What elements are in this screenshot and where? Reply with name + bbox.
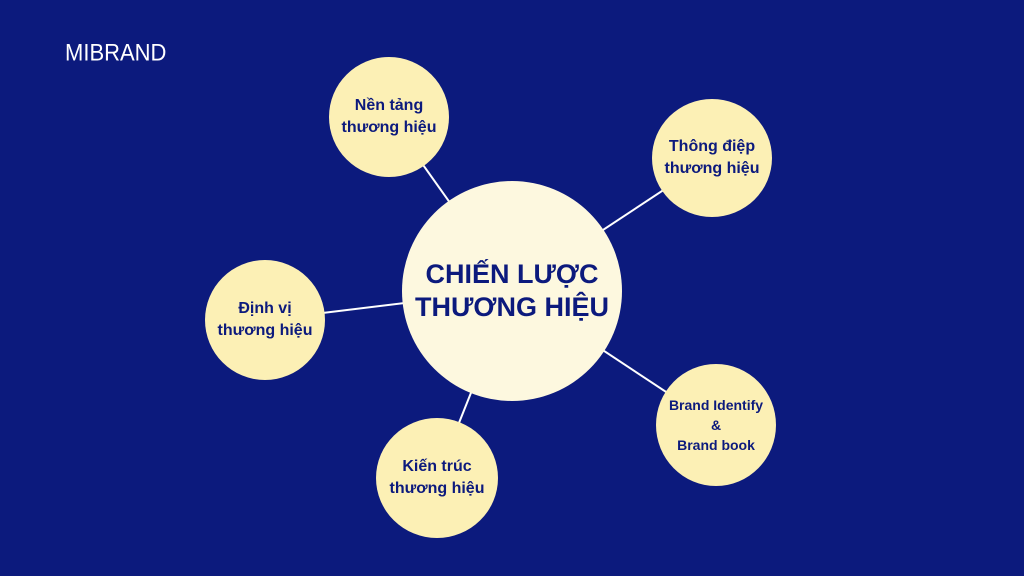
node-nen-tang: Nền tảng thương hiệu — [329, 57, 449, 177]
node-brand-identify: Brand Identify & Brand book — [656, 364, 776, 486]
node-dinh-vi-line2: thương hiệu — [217, 322, 313, 339]
node-nen-tang-line2: thương hiệu — [341, 119, 437, 136]
node-nen-tang-label: Nền tảng thương hiệu — [342, 95, 437, 138]
node-brand-identify-line1: Brand Identify — [668, 396, 764, 413]
center-node: CHIẾN LƯỢC THƯƠNG HIỆU — [402, 181, 622, 401]
node-dinh-vi-label: Định vị thương hiệu — [218, 298, 313, 341]
center-node-label: CHIẾN LƯỢC THƯƠNG HIỆU — [415, 258, 609, 324]
node-thong-diep: Thông điệp thương hiệu — [652, 99, 772, 217]
center-line1: CHIẾN LƯỢC — [425, 259, 599, 290]
node-kien-truc-line1: Kiến trúc — [402, 458, 472, 476]
node-kien-truc-line2: thương hiệu — [389, 480, 485, 497]
node-thong-diep-line1: Thông điệp — [668, 138, 756, 156]
node-dinh-vi: Định vị thương hiệu — [205, 260, 325, 380]
node-brand-identify-label: Brand Identify & Brand book — [669, 395, 763, 456]
node-dinh-vi-line1: Định vị — [238, 300, 292, 318]
node-nen-tang-line1: Nền tảng — [354, 97, 424, 115]
node-thong-diep-label: Thông điệp thương hiệu — [665, 136, 760, 179]
center-line2: THƯƠNG HIỆU — [415, 292, 609, 322]
node-kien-truc-label: Kiến trúc thương hiệu — [390, 456, 485, 499]
node-brand-identify-line2: & — [710, 416, 722, 433]
node-brand-identify-line3: Brand book — [677, 437, 755, 454]
node-thong-diep-line2: thương hiệu — [664, 160, 760, 177]
node-kien-truc: Kiến trúc thương hiệu — [376, 418, 498, 538]
mibrand-logo: MIBRAND — [65, 38, 167, 67]
